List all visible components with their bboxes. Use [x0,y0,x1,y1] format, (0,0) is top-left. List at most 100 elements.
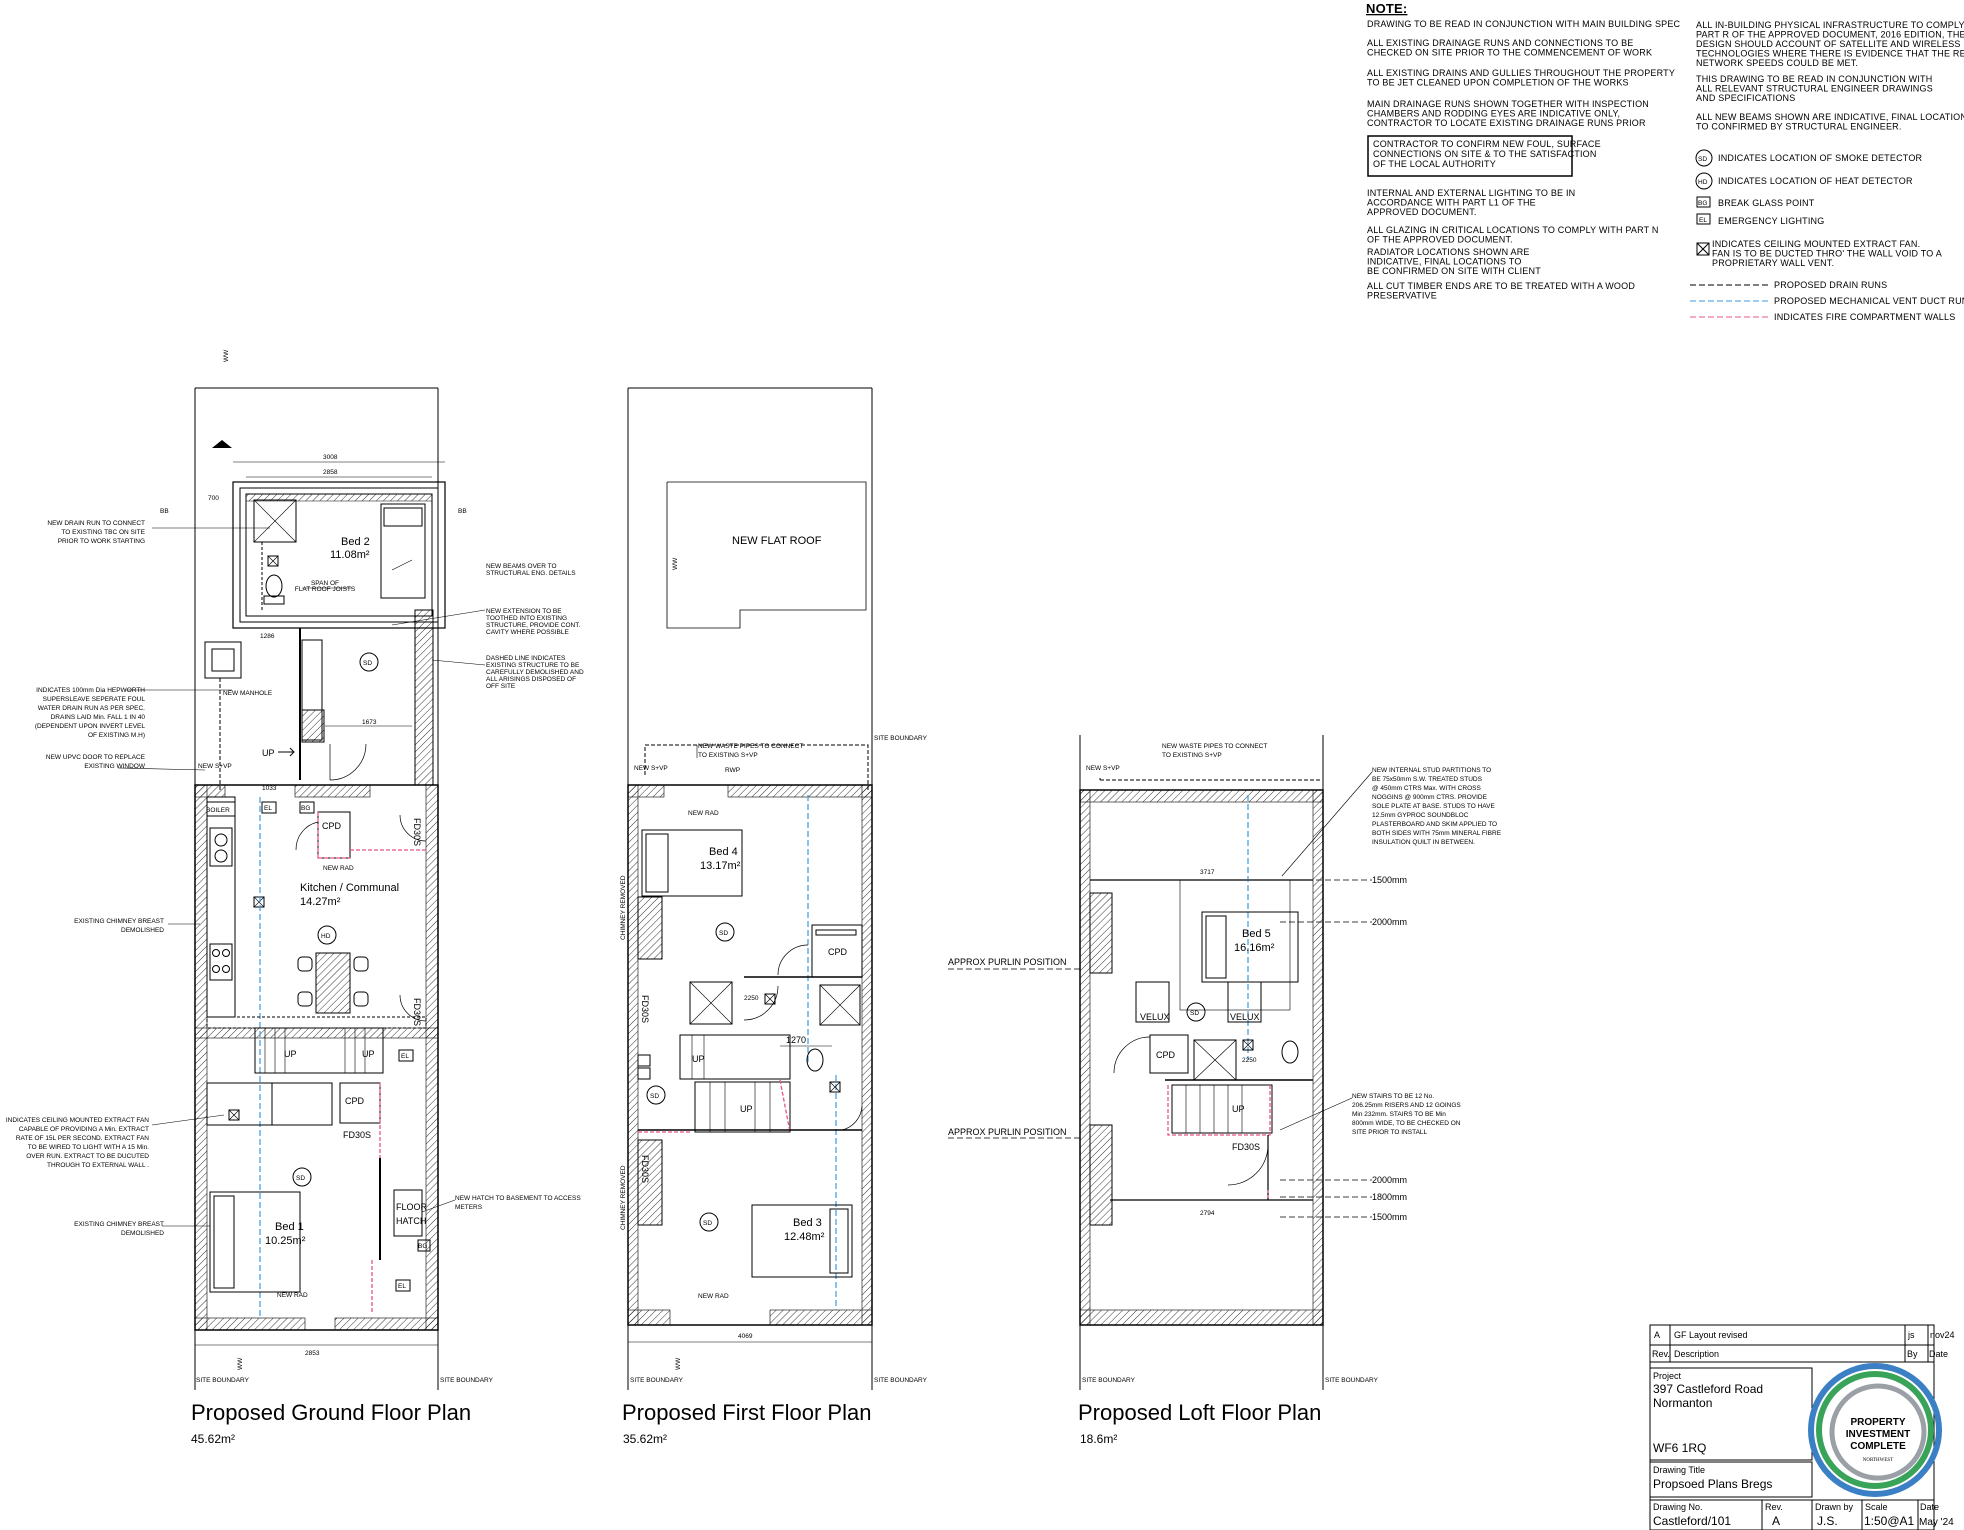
note-line: TO CONFIRMED BY STRUCTURAL ENGINEER. [1696,122,1902,132]
smoke-detector-icon [715,922,735,942]
legend-item-text: EMERGENCY LIGHTING [1718,216,1824,226]
site-boundary-label: SITE BOUNDARY [874,1377,928,1384]
note-line: NEW WASTE PIPES TO CONNECT [698,743,803,750]
project-address: 397 Castleford Road [1653,1382,1763,1396]
drawing-no-label: Drawing No. [1653,1502,1703,1512]
note-line: ACCORDANCE WITH PART L1 OF THE [1367,198,1536,208]
legend-symbol: EL [1699,217,1707,224]
cupboard-label: CPD [1156,1050,1176,1060]
title-block: A GF Layout revised js nov24 Rev. Descri… [1649,1324,1955,1530]
notes-right-column: ALL IN-BUILDING PHYSICAL INFRASTRUCTURE … [1696,20,1964,132]
note-line: OFF SITE [486,683,516,690]
logo-text: PROPERTY [1850,1417,1905,1428]
extract-fan-icon [764,993,776,1005]
note-line: 206.25mm RISERS AND 12 GOINGS [1352,1102,1461,1109]
note-line: NEW BEAMS OVER TO [486,563,557,570]
chimney-label: CHIMNEY REMOVED [620,1165,627,1230]
extract-fan-icon [829,1081,841,1093]
height-label: 1500mm [1372,1212,1407,1222]
loft-floor-plan: SITE BOUNDARY SITE BOUNDARY NEW S+VP 371… [948,735,1502,1446]
note-line: Min 232mm. STAIRS TO BE Min [1352,1111,1446,1118]
velux-window[interactable] [1135,981,1170,1023]
heat-detector-icon [1695,172,1713,190]
detector-label: SD [296,1175,305,1182]
revision-header: Date [1929,1349,1948,1359]
note-line: MAIN DRAINAGE RUNS SHOWN TOGETHER WITH I… [1367,99,1649,109]
note-line: TO EXISTING S+VP [698,752,758,759]
project-address: Normanton [1653,1396,1712,1410]
note-line: CAREFULLY DEMOLISHED AND [486,669,584,676]
note-line: OF THE APPROVED DOCUMENT. [1367,235,1513,245]
legend-symbol: HD [1698,179,1708,186]
fire-door-label: FD30S [1232,1142,1260,1152]
sink [209,827,233,867]
note-line: BOTH SIDES WITH 75mm MINERAL FIBRE [1372,830,1502,837]
note-line: OVER RUN. EXTRACT TO BE DUCUTED [26,1153,149,1160]
section-marker: WW [672,557,679,570]
plan-area: 18.6m² [1080,1432,1117,1446]
detector-label: BG [301,805,310,812]
note-line: NEW UPVC DOOR TO REPLACE [46,754,146,761]
drawing-no: Castleford/101 [1653,1514,1731,1528]
stair-direction-label: UP [740,1104,753,1114]
radiator-label: NEW RAD [688,810,719,817]
dimension-label: 4069 [738,1333,753,1340]
date-label: Date [1920,1502,1939,1512]
radiator-label: NEW RAD [323,865,354,872]
dimension-label: 700 [208,495,219,502]
note-line: OF EXISTING M.H) [88,732,145,739]
smoke-detector-icon [1186,1002,1206,1022]
section-marker: WW [675,1357,682,1370]
detector-label: EL [264,805,272,812]
site-boundary-label: SITE BOUNDARY [874,735,928,742]
note-line: INDICATES CEILING MOUNTED EXTRACT FAN. [1712,239,1920,249]
drawing-title-label: Drawing Title [1653,1465,1705,1475]
note-line: TECHNOLOGIES WHERE THERE IS EVIDENCE THA… [1696,49,1964,59]
floor-hatch[interactable] [393,1189,423,1237]
dimension-label: 2858 [323,469,338,476]
legend-line-label: INDICATES FIRE COMPARTMENT WALLS [1774,312,1955,322]
note-line: ALL IN-BUILDING PHYSICAL INFRASTRUCTURE … [1696,20,1964,30]
section-marker: WW [237,1357,244,1370]
velux-window[interactable] [1227,981,1262,1023]
legend-symbol: BG [1698,200,1707,207]
detector-label: EL [398,1283,406,1290]
smoke-detector-icon [646,1085,666,1105]
radiator-label: NEW RAD [277,1292,308,1299]
rev-label: Rev. [1765,1502,1783,1512]
radiator-label: NEW RAD [698,1293,729,1300]
scale-value: 1:50@A1 [1864,1514,1915,1528]
note-line: CAVITY WHERE POSSIBLE [486,629,570,636]
note-line: DESIGN SHOULD ACCOUNT OF SATELLITE AND W… [1696,39,1961,49]
cupboard-label: CPD [322,821,342,831]
dining-table [315,952,351,1014]
room-name: Bed 4 [709,846,738,858]
bed [209,1191,301,1293]
notes-section: NOTE: DRAWING TO BE READ IN CONJUNCTION … [1366,1,1964,301]
note-line: INDICATIVE, FINAL LOCATIONS TO [1367,257,1522,267]
site-boundary-label: SITE BOUNDARY [196,1377,250,1384]
ground-floor-plan: SITE BOUNDARY SITE BOUNDARY WW WW BB BB … [6,349,584,1446]
site-boundary-label: SITE BOUNDARY [1082,1377,1136,1384]
dimension-label: 1270 [786,1035,806,1045]
extract-fan-icon [228,1109,240,1121]
legend-line-label: PROPOSED DRAIN RUNS [1774,280,1887,290]
room-area: 10.25m² [265,1235,306,1247]
drawn-by: J.S. [1817,1514,1838,1528]
note-line: TO BE JET CLEANED UPON COMPLETION OF THE… [1367,78,1629,88]
revision-date: nov24 [1930,1330,1955,1340]
room-name: Bed 3 [793,1217,822,1229]
room-name: Bed 5 [1242,928,1271,940]
revision-description: GF Layout revised [1674,1330,1748,1340]
room-area: 16.16m² [1234,942,1275,954]
company-logo: PROPERTY INVESTMENT COMPLETE NORTHWEST [1808,1363,1942,1497]
note-line: RATE OF 15L PER SECOND. EXTRACT FAN [16,1135,149,1142]
smoke-detector-icon [1695,149,1713,167]
fire-door-label: FD30S [640,995,650,1023]
height-label: 2000mm [1372,1175,1407,1185]
note-line: THROUGH TO EXTERNAL WALL . [47,1162,149,1169]
hatch-label: HATCH [396,1216,426,1226]
section-marker: BB [458,508,467,515]
roof-label: NEW FLAT ROOF [732,535,822,547]
note-line: WATER DRAIN RUN AS PER SPEC. [38,705,145,712]
